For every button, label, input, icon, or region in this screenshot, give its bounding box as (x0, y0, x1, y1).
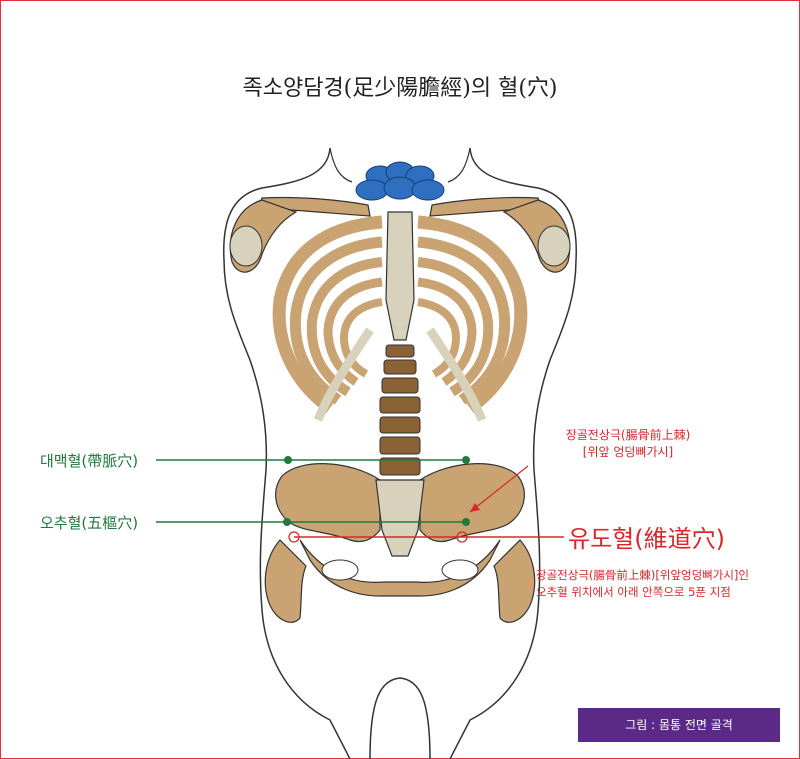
pubis (299, 539, 501, 597)
ochu-point-left (283, 518, 291, 526)
rib-cage (272, 215, 528, 414)
daemaek-label: 대맥혈(帶脈穴) (40, 452, 139, 470)
yudo-point-right (456, 531, 468, 543)
humerus-head-left (229, 225, 263, 267)
lumbar-spine (379, 344, 421, 476)
yudo-label: 유도혈(維道穴) (568, 525, 725, 553)
yudo-note-line1: 장골전상극(腸骨前上棘)[위앞엉덩뼈가시]인 (536, 568, 749, 582)
diagram-title: 족소양담경(足少陽膽經)의 혈(穴) (242, 76, 558, 101)
leg-gap (369, 677, 431, 759)
asis-pointer-line (469, 465, 529, 513)
yudo-note-line2: 오추혈 위치에서 아래 안쪽으로 5푼 지점 (536, 585, 731, 599)
neck-right (447, 147, 471, 183)
asis-label-line1: 장골전상극(腸骨前上棘) (565, 428, 691, 442)
obturator-right (441, 559, 479, 581)
figure-caption: 그림 : 몸통 전면 골격 (578, 708, 780, 742)
femur-right (493, 539, 536, 623)
yudo-point-left (288, 531, 300, 543)
cervical-vertebrae (355, 161, 445, 201)
sternum (385, 211, 415, 341)
daemaek-point-right (462, 456, 470, 464)
asis-label: 장골전상극(腸骨前上棘) [위앞 엉덩뼈가시] (538, 427, 718, 461)
asis-label-line2: [위앞 엉덩뼈가시] (582, 445, 674, 459)
asis-pointer-arrow (470, 503, 480, 512)
ochu-point-right (462, 518, 470, 526)
ochu-label: 오추혈(五樞穴) (40, 514, 139, 532)
humerus-head-right (537, 225, 571, 267)
femur-left (264, 539, 307, 623)
iliac-right (419, 463, 525, 543)
iliac-left (275, 463, 381, 543)
neck-left (329, 147, 353, 183)
sacrum (375, 479, 425, 557)
body-outline (223, 147, 577, 759)
yudo-note: 장골전상극(腸骨前上棘)[위앞엉덩뼈가시]인 오추혈 위치에서 아래 안쪽으로 … (536, 567, 749, 601)
daemaek-point-left (284, 456, 292, 464)
obturator-left (321, 559, 359, 581)
costal-arch (313, 327, 487, 422)
